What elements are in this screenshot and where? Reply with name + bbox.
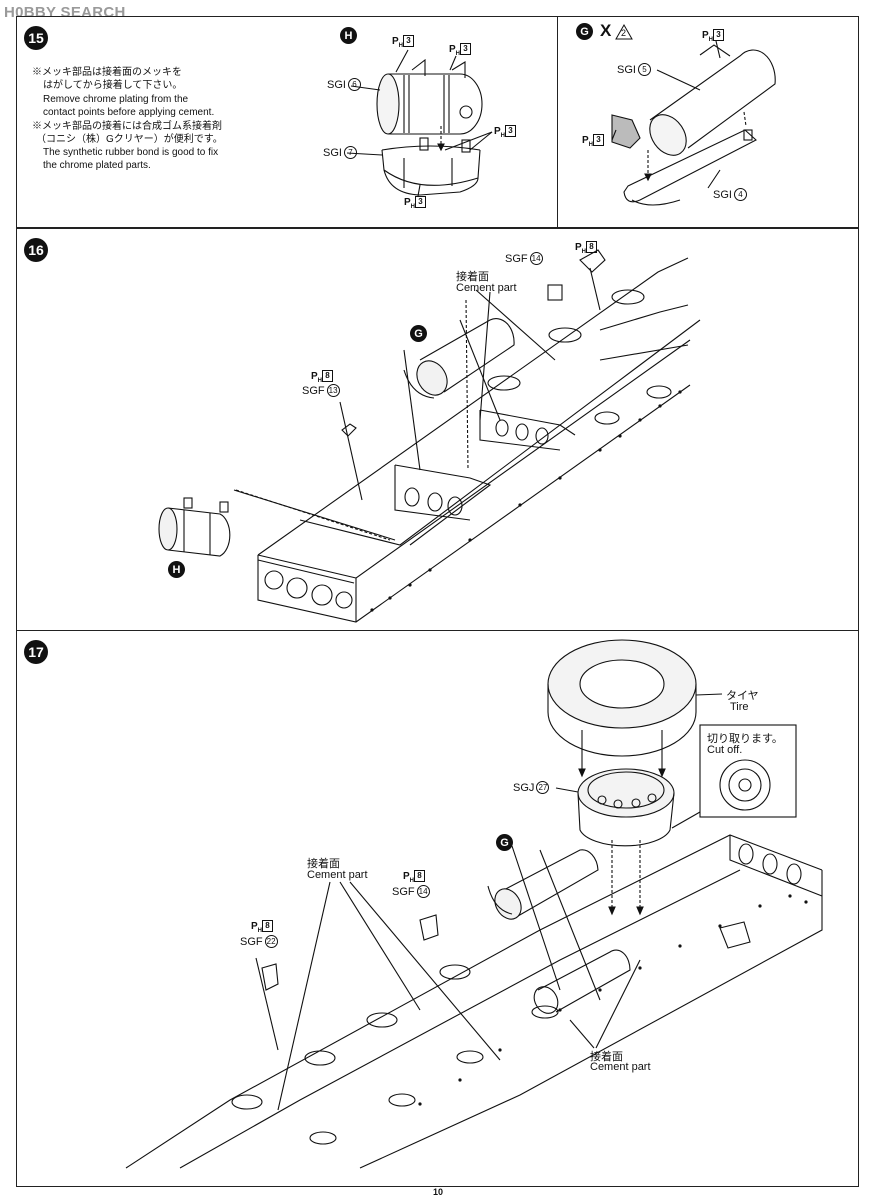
note-line: The synthetic rubber bond is good to fix [43, 147, 219, 158]
part-prefix: SGI [323, 147, 342, 159]
note-line: （コニシ（株）Gクリヤー）が便利です。 [36, 134, 223, 145]
step-16-panel [16, 228, 859, 631]
part-number: 5 [637, 63, 651, 76]
part-number: 6 [347, 78, 361, 91]
subassembly-g-badge: G [496, 834, 513, 851]
ph-label: PH8 [311, 370, 334, 384]
ph-label: PH3 [702, 29, 725, 43]
subassembly-g-badge: G [410, 325, 427, 342]
ph-label: PH3 [449, 43, 472, 57]
ph-label: PH3 [582, 134, 605, 148]
note-line: ※メッキ部品は接着面のメッキを [32, 67, 182, 78]
ph-label: PH3 [392, 35, 415, 49]
note-line: the chrome plated parts. [43, 160, 151, 171]
step-15-right-panel [557, 16, 859, 228]
step-17-number: 17 [24, 640, 48, 664]
part-prefix: SGI [327, 79, 346, 91]
triangle-icon [615, 24, 633, 40]
subassembly-g-badge: G [576, 23, 593, 40]
note-line: ※メッキ部品の接着には合成ゴム系接着剤 [32, 121, 222, 132]
part-prefix: SGI [713, 189, 732, 201]
note-line: はがしてから接着して下さい。 [43, 80, 183, 91]
part-prefix: SGI [617, 64, 636, 76]
tire-label-jp: タイヤ [726, 690, 759, 702]
quantity-number: 2 [621, 28, 627, 38]
part-number: 7 [343, 146, 357, 159]
step-16-number: 16 [24, 238, 48, 262]
subassembly-h-badge: H [168, 561, 185, 578]
cutoff-label-en: Cut off. [707, 744, 743, 756]
quantity-triangle: 2 [615, 24, 633, 40]
step-17-panel [16, 630, 859, 1187]
note-line: contact points before applying cement. [43, 107, 215, 118]
quantity-x-mark: X [600, 21, 612, 40]
cement-part-label-en: Cement part [590, 1061, 651, 1073]
step-15-number: 15 [24, 26, 48, 50]
page-number: 10 [432, 1187, 443, 1197]
ph-label: PH8 [575, 241, 598, 255]
ph-label: PH3 [404, 196, 427, 210]
cement-part-label-en: Cement part [456, 282, 517, 294]
note-line: Remove chrome plating from the [43, 94, 189, 105]
ph-label: PH8 [403, 870, 426, 884]
part-number: 4 [733, 188, 747, 201]
subassembly-h-badge: H [340, 27, 357, 44]
ph-label: PH8 [251, 920, 274, 934]
tire-label-en: Tire [730, 701, 749, 713]
ph-label: PH3 [494, 125, 517, 139]
cement-part-label-en: Cement part [307, 869, 368, 881]
